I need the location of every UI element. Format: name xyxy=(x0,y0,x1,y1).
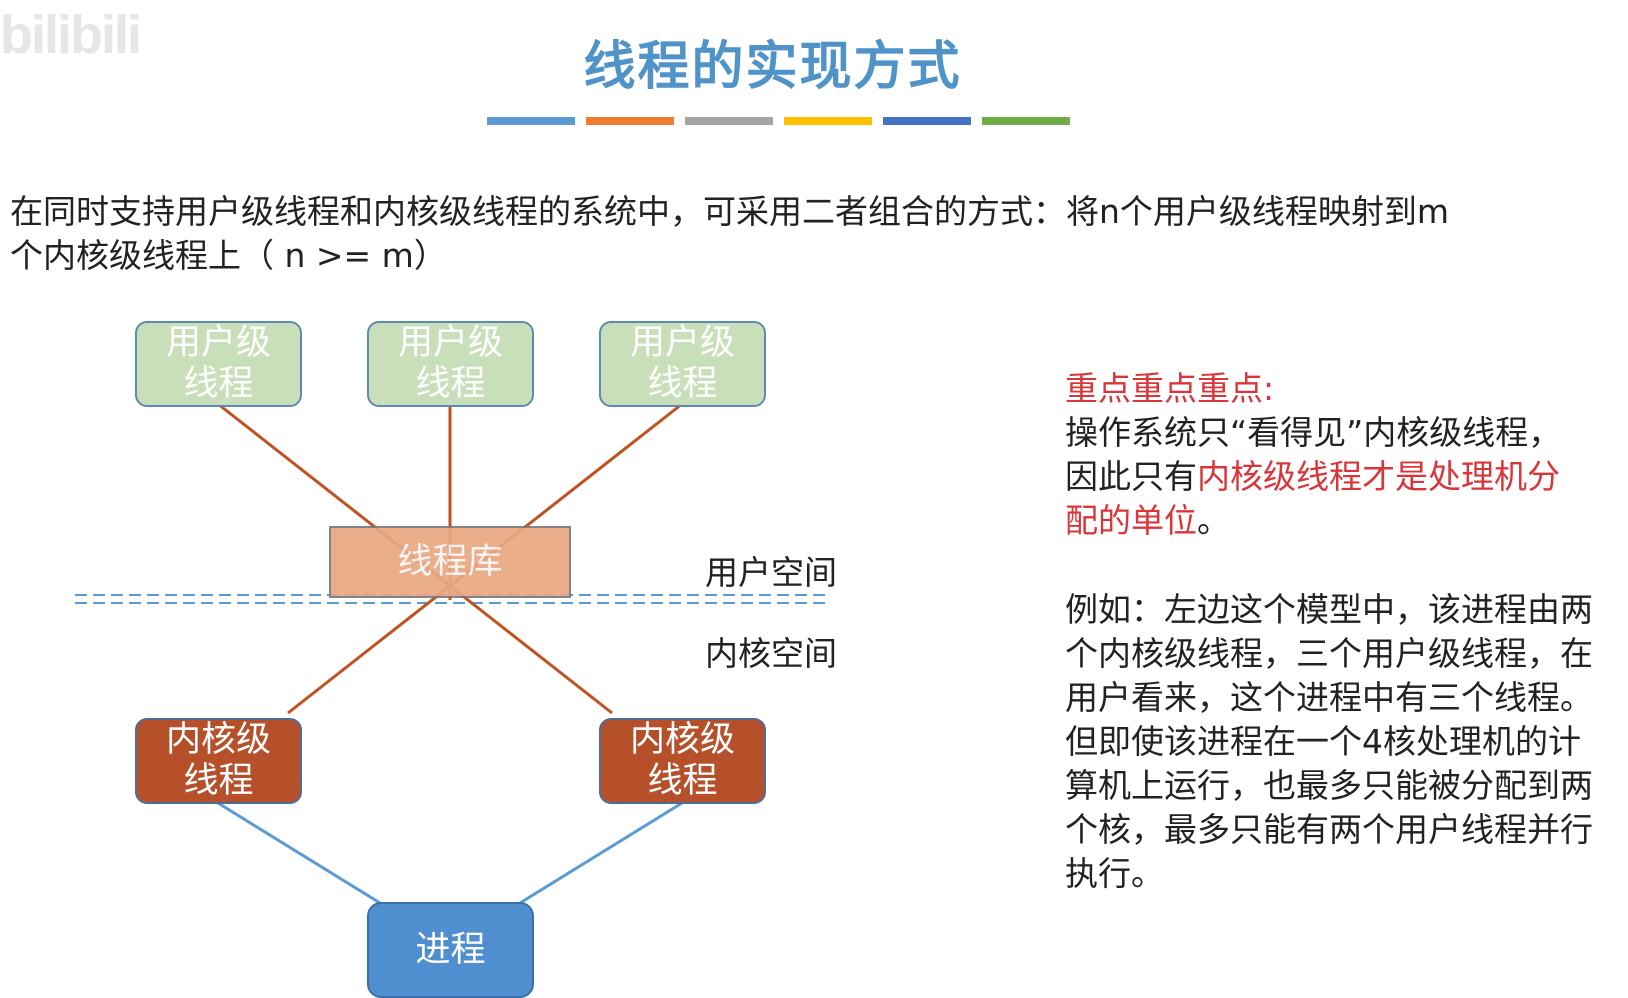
color-bar-segment xyxy=(784,117,872,125)
color-bar-segment xyxy=(685,117,773,125)
key-point-note: 重点重点重点: 操作系统只“看得见”内核级线程，因此只有内核级线程才是处理机分配… xyxy=(1065,367,1585,543)
slide-title: 线程的实现方式 xyxy=(583,37,962,97)
intro-text: 在同时支持用户级线程和内核级线程的系统中，可采用二者组合的方式：将n个用户级线程… xyxy=(10,190,1610,278)
kernel-space-label: 内核空间 xyxy=(705,634,837,673)
user-thread-label-2: 用户级 线程 xyxy=(397,323,503,404)
process-box: 进程 xyxy=(367,902,534,998)
title-color-bar xyxy=(487,117,1071,125)
kernel-thread-label-1: 内核级 线程 xyxy=(165,720,271,801)
thread-library-label: 线程库 xyxy=(397,541,503,582)
thread-library-box: 线程库 xyxy=(329,526,571,598)
color-bar-segment xyxy=(586,117,674,125)
color-bar-segment xyxy=(487,117,575,125)
bilibili-logo: bilibili xyxy=(0,5,142,65)
process-label: 进程 xyxy=(415,929,486,970)
user-thread-box-3: 用户级 线程 xyxy=(599,321,766,407)
intro-line-2: 个内核级线程上（ n >= m） xyxy=(10,236,447,275)
color-bar-segment xyxy=(982,117,1070,125)
key-point-black-text: 操作系统只“看得见”内核级线程，因此只有 xyxy=(1065,413,1562,496)
user-thread-box-1: 用户级 线程 xyxy=(135,321,302,407)
link-kernel1-process xyxy=(217,801,381,905)
user-space-label: 用户空间 xyxy=(705,553,837,592)
link-kernel2-process xyxy=(519,801,683,905)
user-thread-label-3: 用户级 线程 xyxy=(629,323,735,404)
example-note: 例如：左边这个模型中，该进程由两个内核级线程，三个用户级线程，在用户看来，这个进… xyxy=(1065,590,1593,893)
key-point-end: 。 xyxy=(1197,501,1230,540)
kernel-thread-label-2: 内核级 线程 xyxy=(629,720,735,801)
user-thread-box-2: 用户级 线程 xyxy=(367,321,534,407)
key-point-heading: 重点重点重点: xyxy=(1065,369,1275,408)
user-thread-label-1: 用户级 线程 xyxy=(165,323,271,404)
kernel-thread-box-2: 内核级 线程 xyxy=(599,718,766,804)
color-bar-segment xyxy=(883,117,971,125)
intro-line-1: 在同时支持用户级线程和内核级线程的系统中，可采用二者组合的方式：将n个用户级线程… xyxy=(10,192,1450,231)
key-point-body: 操作系统只“看得见”内核级线程，因此只有内核级线程才是处理机分配的单位。 xyxy=(1065,411,1585,543)
kernel-thread-box-1: 内核级 线程 xyxy=(135,718,302,804)
key-point-red-text: 内核级线程才是处理机分配的单位 xyxy=(1065,457,1560,540)
